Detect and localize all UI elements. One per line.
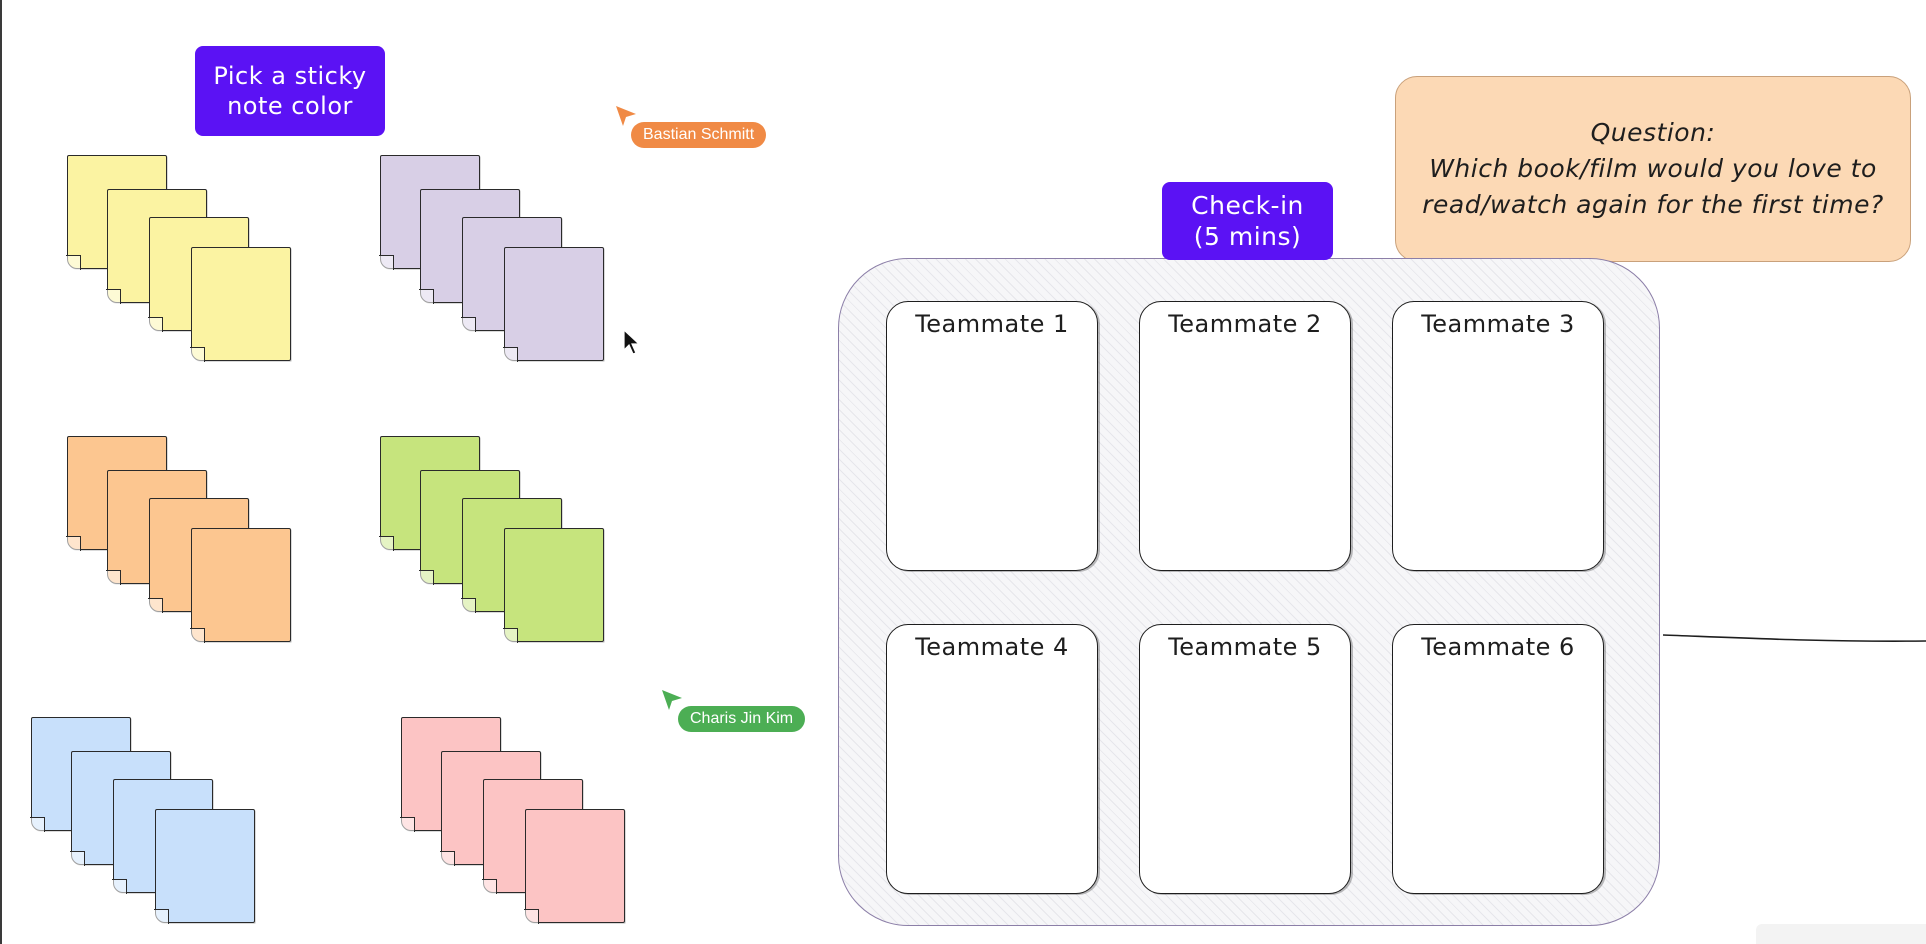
- collaborator-name-tag: Bastian Schmitt: [631, 122, 767, 148]
- teammate-label: Teammate 6: [1421, 633, 1575, 661]
- teammate-slot[interactable]: Teammate 1: [886, 301, 1098, 571]
- sticky-note[interactable]: [154, 809, 255, 924]
- teammate-label: Teammate 2: [1168, 310, 1322, 338]
- question-card[interactable]: Question: Which book/film would you love…: [1395, 76, 1911, 262]
- sticky-note[interactable]: [524, 809, 625, 924]
- teammate-slot[interactable]: Teammate 4: [886, 624, 1098, 894]
- sticky-stack-green[interactable]: [379, 436, 610, 651]
- sticky-stack-yellow[interactable]: [66, 155, 297, 370]
- connector-line[interactable]: [1663, 633, 1926, 645]
- cursor-shape: [616, 106, 636, 126]
- cursor-shape: [662, 690, 682, 710]
- pick-sticky-color-title[interactable]: Pick a sticky note color: [195, 46, 385, 136]
- collaborator-name-tag: Charis Jin Kim: [678, 706, 806, 732]
- collaborator-cursor-icon: [662, 690, 682, 710]
- sticky-note[interactable]: [503, 247, 604, 362]
- teammate-slot[interactable]: Teammate 3: [1392, 301, 1604, 571]
- teammate-slot[interactable]: Teammate 5: [1139, 624, 1351, 894]
- mouse-pointer-icon: [623, 328, 641, 355]
- teammate-slot[interactable]: Teammate 2: [1139, 301, 1351, 571]
- sticky-note[interactable]: [190, 528, 291, 643]
- canvas-left-border: [0, 0, 2, 944]
- sticky-note[interactable]: [503, 528, 604, 643]
- canvas-scroll-area[interactable]: [1756, 924, 1926, 944]
- sticky-note[interactable]: [190, 247, 291, 362]
- teammate-slot[interactable]: Teammate 6: [1392, 624, 1604, 894]
- sticky-stack-pink[interactable]: [400, 717, 631, 932]
- collaborator-cursor-icon: [616, 106, 636, 126]
- teammate-label: Teammate 4: [915, 633, 1069, 661]
- checkin-title[interactable]: Check-in (5 mins): [1162, 182, 1333, 260]
- teammate-label: Teammate 3: [1421, 310, 1575, 338]
- sticky-stack-blue[interactable]: [30, 717, 261, 932]
- teammate-label: Teammate 1: [915, 310, 1069, 338]
- checkin-frame[interactable]: Teammate 1 Teammate 2 Teammate 3 Teammat…: [838, 258, 1660, 926]
- sticky-stack-orange[interactable]: [66, 436, 297, 651]
- sticky-stack-purple[interactable]: [379, 155, 610, 370]
- teammate-label: Teammate 5: [1168, 633, 1322, 661]
